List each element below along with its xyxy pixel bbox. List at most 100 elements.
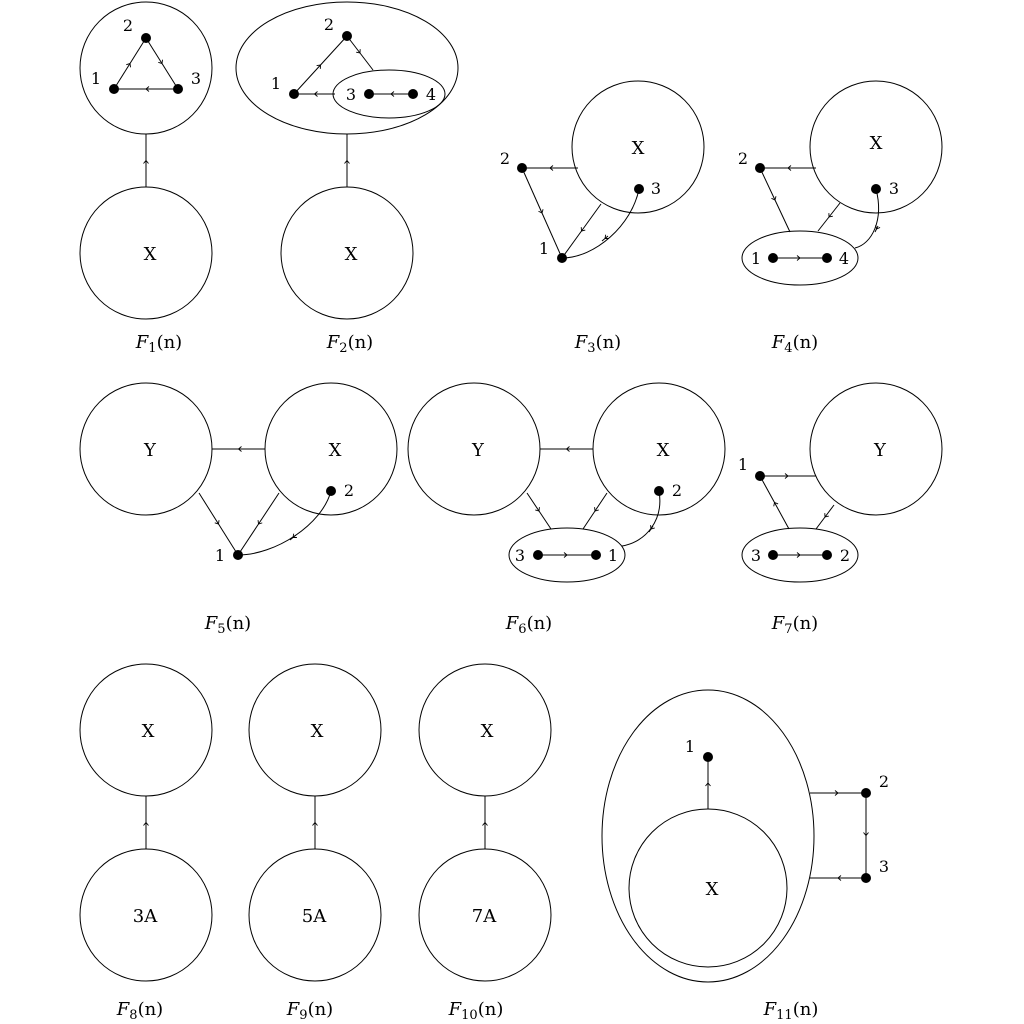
- f4-curve-3-4-arrow: [874, 225, 881, 233]
- f5-caption: F5(n): [204, 613, 251, 637]
- f1-circle-top: [79, 1, 213, 135]
- f3-vertex-1-label: 1: [539, 239, 549, 258]
- f4-vertex-4-label: 4: [839, 249, 849, 268]
- f4-vertex-3-label: 3: [889, 179, 899, 198]
- f10-caption: F10(n): [448, 999, 504, 1023]
- f8-circle-3a-label: 3A: [133, 906, 158, 927]
- f5-curve-2-1-arrow: [289, 533, 297, 541]
- f4-vertex-1-label: 1: [751, 249, 761, 268]
- f8-caption: F8(n): [116, 999, 163, 1023]
- f7-ellipse: [741, 527, 859, 583]
- f3-curve-3-1-arrow: [601, 234, 609, 242]
- f4-ellipse: [741, 230, 859, 286]
- panel-f1: X 1 2 3 F1(n): [79, 1, 213, 356]
- f3-edge-2-1: [521, 167, 563, 259]
- f8-circle-x-label: X: [142, 721, 155, 742]
- f11-vertex-1: [703, 752, 713, 762]
- f7-vertex-3-label: 3: [751, 546, 761, 565]
- f7-edge-ellipse-1: [759, 475, 790, 530]
- f11-vertex-3: [861, 873, 871, 883]
- panel-f3: X 1 2 3 F3(n): [500, 80, 705, 356]
- f2-edge-1-2: [293, 35, 348, 95]
- f2-vertex-3-label: 3: [346, 85, 356, 104]
- f1-vertex-1-label: 1: [91, 69, 101, 88]
- f1-vertex-3-label: 3: [191, 69, 201, 88]
- panel-f4: X 1 2 3 4 F4(n): [738, 80, 943, 356]
- f2-circle-x-label: X: [345, 244, 358, 265]
- f5-vertex-2: [326, 486, 336, 496]
- f6-circle-y-label: Y: [471, 440, 485, 461]
- f4-edge-2-ellipse: [759, 167, 791, 233]
- f7-circle-y-label: Y: [873, 440, 887, 461]
- f1-edge-1-2: [113, 37, 147, 90]
- panel-f10: X 7A F10(n): [418, 663, 552, 1023]
- f11-vertex-1-label: 1: [685, 737, 695, 756]
- f6-vertex-2-label: 2: [672, 481, 682, 500]
- panel-f8: X 3A F8(n): [79, 663, 213, 1023]
- f4-circle-x-label: X: [870, 133, 883, 154]
- f5-edge-y-1: [198, 492, 239, 556]
- f5-curve-2-1: [237, 490, 332, 556]
- f6-edge-x-ellipse: [582, 492, 608, 530]
- f4-vertex-2: [755, 163, 765, 173]
- f3-vertex-3: [634, 184, 644, 194]
- panel-f11: X 1 2 3 F11(n): [601, 689, 889, 1023]
- panel-f9: X 5A F9(n): [248, 663, 382, 1023]
- f3-vertex-2-label: 2: [500, 149, 510, 168]
- f7-edge-y-ellipse: [815, 504, 835, 530]
- f6-vertex-1: [591, 550, 601, 560]
- f6-edge-y-ellipse: [526, 492, 552, 530]
- f4-circle-x: [809, 80, 943, 214]
- f4-vertex-4: [822, 253, 832, 263]
- f6-curve-2-1-arrow: [648, 525, 655, 533]
- f4-vertex-2-label: 2: [738, 149, 748, 168]
- f7-vertex-1-label: 1: [738, 455, 748, 474]
- f2-caption: F2(n): [326, 332, 373, 356]
- f11-circle-x-label: X: [706, 879, 719, 900]
- f3-vertex-1: [557, 253, 567, 263]
- f2-vertex-2: [342, 31, 352, 41]
- f5-vertex-2-label: 2: [344, 481, 354, 500]
- f7-vertex-3: [768, 550, 778, 560]
- f1-edge-2-3: [145, 37, 179, 90]
- f3-vertex-2: [517, 163, 527, 173]
- f2-vertex-1: [289, 89, 299, 99]
- f10-circle-x-label: X: [481, 721, 494, 742]
- f1-vertex-1: [109, 84, 119, 94]
- f9-circle-x-label: X: [311, 721, 324, 742]
- f6-vertex-3: [533, 550, 543, 560]
- panel-f5: Y X 1 2 F5(n): [79, 382, 398, 637]
- f7-vertex-2: [822, 550, 832, 560]
- f10-circle-7a-label: 7A: [472, 906, 497, 927]
- f6-vertex-3-label: 3: [515, 546, 525, 565]
- f11-vertex-2: [861, 788, 871, 798]
- f4-curve-3-4: [854, 188, 880, 249]
- f1-circle-x-label: X: [144, 244, 157, 265]
- f5-vertex-1: [233, 550, 243, 560]
- f11-vertex-3-label: 3: [879, 857, 889, 876]
- f6-ellipse: [508, 527, 626, 583]
- f9-caption: F9(n): [286, 999, 333, 1023]
- f2-vertex-4-label: 4: [426, 85, 436, 104]
- f6-caption: F6(n): [505, 613, 552, 637]
- f7-vertex-1: [755, 471, 765, 481]
- f3-edge-x-1: [561, 203, 602, 259]
- f5-circle-x-label: X: [329, 440, 342, 461]
- f2-outer-ellipse: [235, 1, 459, 135]
- f2-edge-2-inner: [346, 35, 374, 71]
- f4-edge-x-ellipse: [817, 202, 841, 232]
- f1-vertex-2: [141, 33, 151, 43]
- f9-circle-5a-label: 5A: [302, 906, 327, 927]
- f4-vertex-1: [768, 253, 778, 263]
- f6-vertex-2: [654, 486, 664, 496]
- f6-circle-x-label: X: [657, 440, 670, 461]
- f3-caption: F3(n): [574, 332, 621, 356]
- f1-vertex-3: [173, 84, 183, 94]
- panel-f7: Y 1 2 3 F7(n): [738, 382, 943, 637]
- f2-vertex-4: [408, 89, 418, 99]
- f6-vertex-1-label: 1: [608, 546, 618, 565]
- f2-vertex-2-label: 2: [324, 15, 334, 34]
- f11-caption: F11(n): [763, 999, 819, 1023]
- f5-circle-y-label: Y: [143, 440, 157, 461]
